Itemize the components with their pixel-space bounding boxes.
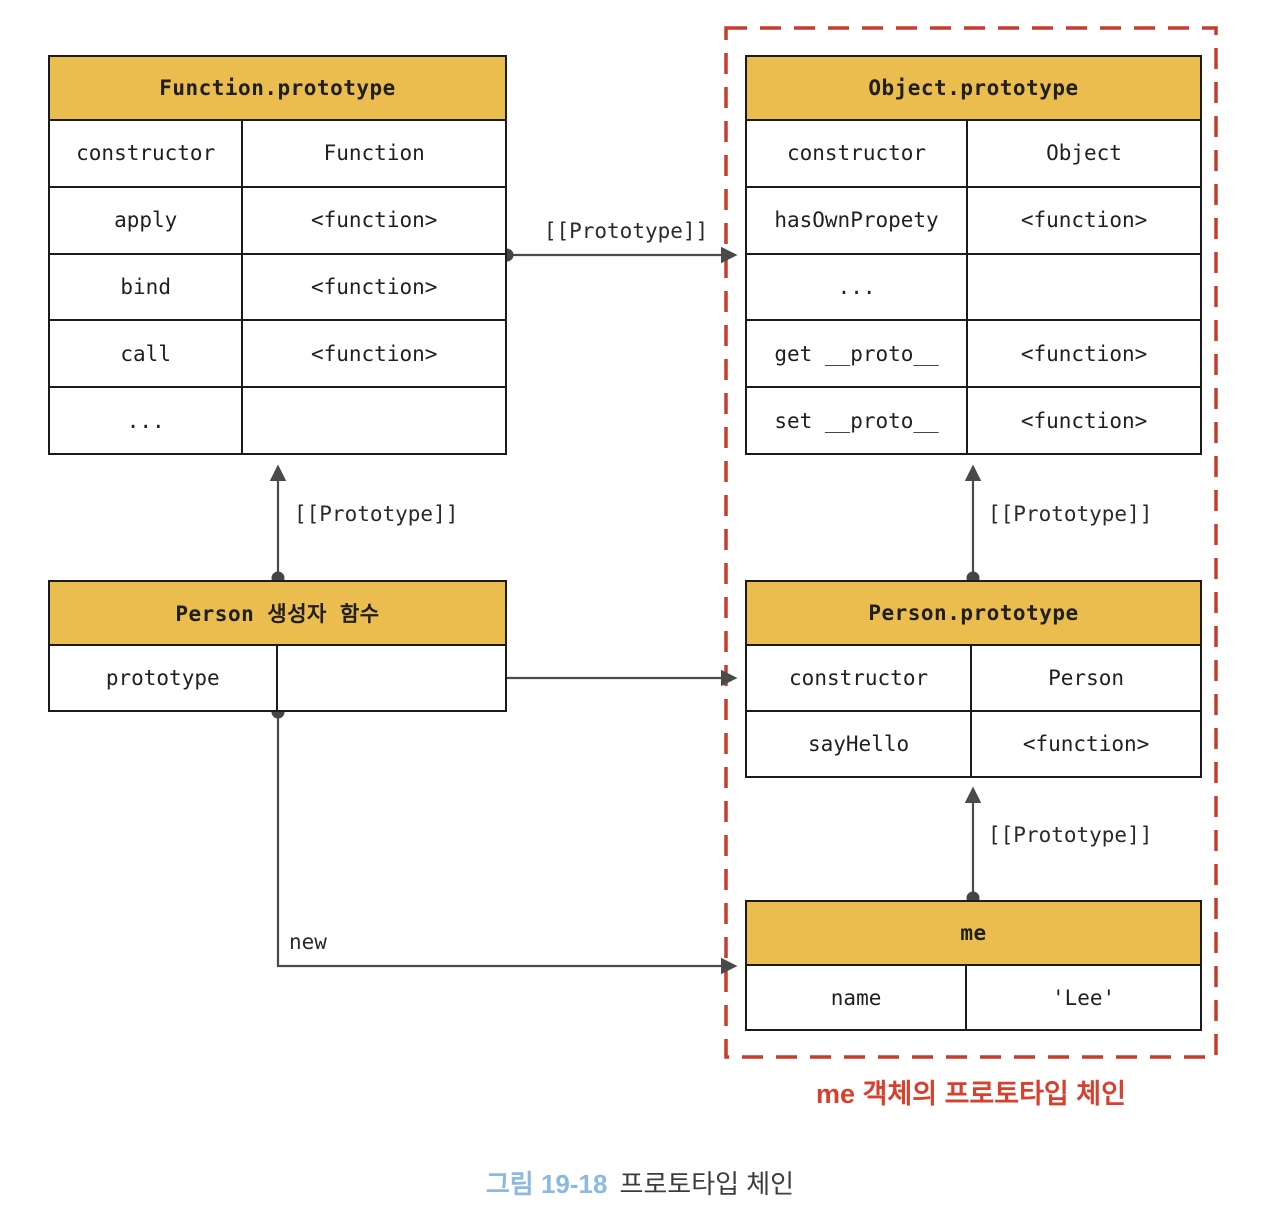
table-cell-value: Object — [1046, 141, 1122, 166]
figure-title: 프로토타입 체인 — [619, 1169, 795, 1199]
table-cell-key: hasOwnPropety — [747, 187, 969, 253]
table-row: get __proto__ <function> — [747, 321, 1200, 389]
table-cell-value: <function> — [310, 341, 438, 366]
table-cell-value: <function> — [310, 208, 438, 233]
table-cell-value: Function — [323, 141, 425, 166]
table-cell-value — [243, 388, 505, 453]
table-row: prototype — [50, 646, 505, 710]
person-prototype-table: Person.prototype constructor Person sayH… — [745, 580, 1202, 778]
table-cell-value: <function> — [1020, 341, 1148, 366]
function-prototype-title: Function.prototype — [50, 57, 505, 121]
person-constructor-table: Person 생성자 함수 prototype — [48, 580, 507, 712]
table-row: constructor Person — [747, 646, 1200, 712]
table-row: constructor Object — [747, 121, 1200, 188]
table-row: sayHello <function> — [747, 712, 1200, 776]
table-cell-key: get __proto__ — [747, 321, 969, 387]
person-constructor-title: Person 생성자 함수 — [50, 582, 505, 646]
table-cell-value: 'Lee' — [1051, 985, 1116, 1010]
table-row: set __proto__ <function> — [747, 388, 1200, 453]
table-cell-key: sayHello — [747, 712, 973, 776]
figure-caption: 그림 19-18 프로토타입 체인 — [0, 1164, 1280, 1201]
table-cell-value: Person — [1048, 666, 1124, 690]
table-cell-value — [968, 255, 1200, 320]
table-cell-key: constructor — [50, 121, 244, 186]
table-cell-value: <function> — [1020, 208, 1148, 233]
prototype-label-right-lower: [[Prototype]] — [988, 823, 1153, 847]
function-prototype-table: Function.prototype constructor Function … — [48, 55, 507, 455]
figure-number: 그림 19-18 — [485, 1169, 608, 1199]
arrow-new-person-to-me — [276, 712, 738, 975]
table-cell-key: set __proto__ — [747, 388, 969, 453]
table-cell-value: <function> — [1020, 408, 1148, 433]
table-row: hasOwnPropety <function> — [747, 187, 1200, 255]
table-row: ... — [747, 254, 1200, 322]
table-cell-key: prototype — [50, 646, 278, 710]
prototype-label-right-upper: [[Prototype]] — [988, 502, 1153, 526]
table-cell-value — [278, 646, 506, 710]
table-cell-value: <function> — [310, 274, 438, 299]
table-cell-key: constructor — [747, 121, 969, 186]
prototype-label-top: [[Prototype]] — [543, 219, 709, 243]
person-prototype-title: Person.prototype — [747, 582, 1200, 646]
table-cell-key: bind — [50, 254, 244, 320]
me-table: me name 'Lee' — [745, 900, 1202, 1031]
table-cell-key: call — [50, 321, 244, 387]
table-row: call <function> — [50, 321, 505, 389]
table-cell-key: apply — [50, 187, 244, 253]
new-label: new — [289, 930, 327, 954]
table-row: constructor Function — [50, 121, 505, 188]
me-title: me — [747, 902, 1200, 966]
table-row: name 'Lee' — [747, 966, 1200, 1029]
object-prototype-title: Object.prototype — [747, 57, 1200, 121]
table-row: bind <function> — [50, 254, 505, 322]
table-cell-key: ... — [747, 254, 969, 320]
table-cell-key: name — [747, 966, 968, 1029]
table-row: apply <function> — [50, 187, 505, 255]
prototype-chain-caption: me 객체의 프로토타입 체인 — [816, 1079, 1126, 1109]
table-row: ... — [50, 388, 505, 453]
table-cell-key: constructor — [747, 646, 973, 710]
prototype-label-left: [[Prototype]] — [294, 502, 459, 526]
object-prototype-table: Object.prototype constructor Object hasO… — [745, 55, 1202, 455]
table-cell-value: <function> — [1022, 732, 1150, 756]
table-cell-key: ... — [50, 388, 244, 453]
